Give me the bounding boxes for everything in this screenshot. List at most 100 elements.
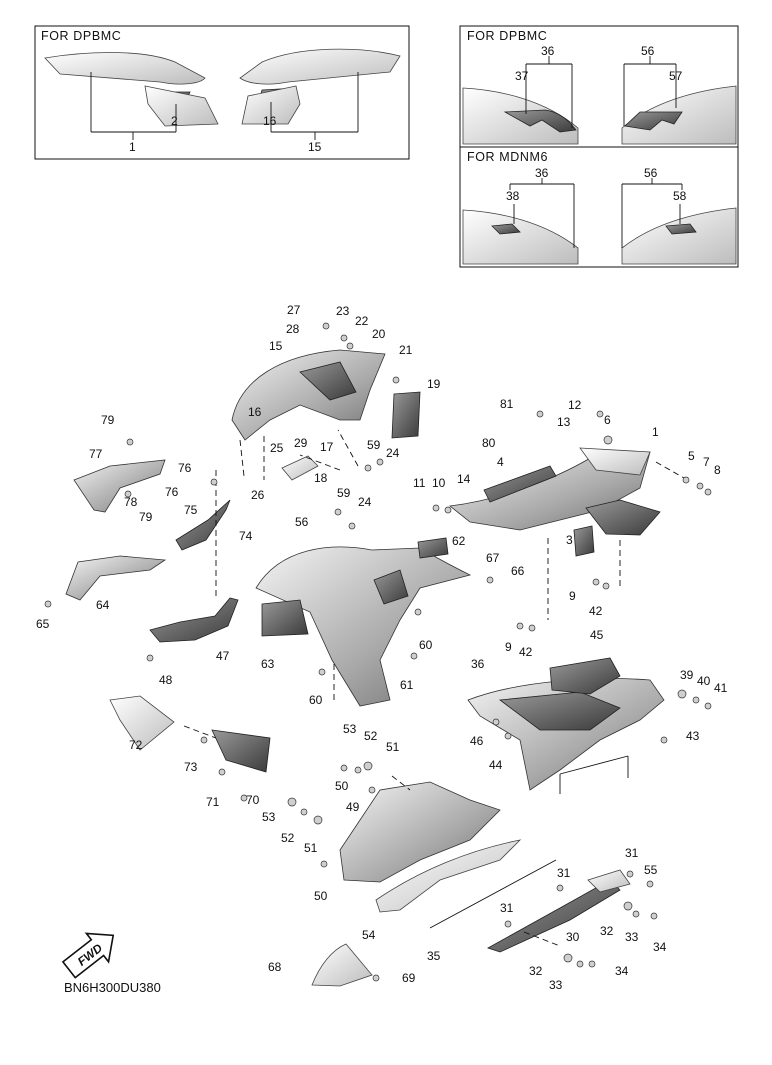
callout: 36 xyxy=(471,657,485,671)
callout: 56 xyxy=(295,515,309,529)
callout: 12 xyxy=(568,398,582,412)
callout: 63 xyxy=(261,657,275,671)
callout: 9 xyxy=(569,589,576,603)
callout: 64 xyxy=(96,598,110,612)
callout: 78 xyxy=(124,495,138,509)
callout-56: 56 xyxy=(644,166,658,180)
callout-57: 57 xyxy=(669,69,683,83)
callout-38: 38 xyxy=(506,189,520,203)
callout: 22 xyxy=(355,314,369,328)
callout: 55 xyxy=(644,863,658,877)
callout: 54 xyxy=(362,928,376,942)
callout: 3 xyxy=(566,533,573,547)
callout: 15 xyxy=(269,339,283,353)
callout: 59 xyxy=(367,438,381,452)
callout: 69 xyxy=(402,971,416,985)
callout: 76 xyxy=(178,461,192,475)
callout: 59 xyxy=(337,486,351,500)
callout: 32 xyxy=(529,964,543,978)
callout: 51 xyxy=(304,841,318,855)
callout: 31 xyxy=(625,846,639,860)
callout: 71 xyxy=(206,795,220,809)
callout: 33 xyxy=(549,978,563,992)
callout: 18 xyxy=(314,471,328,485)
callout: 49 xyxy=(346,800,360,814)
callout: 4 xyxy=(497,455,504,469)
callout: 31 xyxy=(500,901,514,915)
callout: 8 xyxy=(714,463,721,477)
callout: 6 xyxy=(604,413,611,427)
callout: 30 xyxy=(566,930,580,944)
callout: 1 xyxy=(652,425,659,439)
callout: 50 xyxy=(335,779,349,793)
callout-labels: 1 3 4 5 6 7 8 9 9 10 11 12 13 14 15 16 1… xyxy=(36,303,728,992)
callout: 45 xyxy=(590,628,604,642)
callout: 9 xyxy=(505,640,512,654)
callout: 52 xyxy=(364,729,378,743)
callout: 73 xyxy=(184,760,198,774)
callout: 77 xyxy=(89,447,103,461)
callout: 23 xyxy=(336,304,350,318)
inset-title: FOR DPBMC xyxy=(467,29,547,43)
callout: 29 xyxy=(294,436,308,450)
leader-lines xyxy=(183,429,685,947)
callout: 74 xyxy=(239,529,253,543)
callout: 75 xyxy=(184,503,198,517)
callout-2: 2 xyxy=(171,114,178,128)
callout: 65 xyxy=(36,617,50,631)
callout: 34 xyxy=(653,940,667,954)
callout-15: 15 xyxy=(308,140,322,154)
callout: 39 xyxy=(680,668,694,682)
callout: 16 xyxy=(248,405,262,419)
inset-mdnm6-front-cowls: FOR MDNM6 36 38 56 58 xyxy=(459,146,739,268)
callout: 81 xyxy=(500,397,514,411)
callout: 24 xyxy=(386,446,400,460)
callout: 35 xyxy=(427,949,441,963)
callout: 76 xyxy=(165,485,179,499)
callout: 51 xyxy=(386,740,400,754)
callout: 42 xyxy=(519,645,533,659)
callout: 21 xyxy=(399,343,413,357)
callout: 68 xyxy=(268,960,282,974)
callout: 53 xyxy=(343,722,357,736)
callout-1: 1 xyxy=(129,140,136,154)
callout-58: 58 xyxy=(673,189,687,203)
callout: 7 xyxy=(703,455,710,469)
callout: 24 xyxy=(358,495,372,509)
callout: 43 xyxy=(686,729,700,743)
inset-dpbmc-side-covers: FOR DPBMC 2 1 16 15 xyxy=(34,25,410,160)
callout: 33 xyxy=(625,930,639,944)
callout: 42 xyxy=(589,604,603,618)
callout: 79 xyxy=(139,510,153,524)
callout: 32 xyxy=(600,924,614,938)
callout: 67 xyxy=(486,551,500,565)
callout: 13 xyxy=(557,415,571,429)
callout: 61 xyxy=(400,678,414,692)
callout: 79 xyxy=(101,413,115,427)
callout: 20 xyxy=(372,327,386,341)
inset-title: FOR DPBMC xyxy=(41,29,121,43)
callout-16: 16 xyxy=(263,114,277,128)
callout-36: 36 xyxy=(535,166,549,180)
callout: 25 xyxy=(270,441,284,455)
callout: 34 xyxy=(615,964,629,978)
callout-37: 37 xyxy=(515,69,529,83)
callout: 19 xyxy=(427,377,441,391)
callout: 31 xyxy=(557,866,571,880)
callout-36: 36 xyxy=(541,44,555,58)
callout: 60 xyxy=(419,638,433,652)
callout: 70 xyxy=(246,793,260,807)
callout: 72 xyxy=(129,738,143,752)
inset-title: FOR MDNM6 xyxy=(467,150,548,164)
callout: 26 xyxy=(251,488,265,502)
diagram-code: BN6H300DU380 xyxy=(64,980,161,995)
callout: 5 xyxy=(688,449,695,463)
callout: 60 xyxy=(309,693,323,707)
fasteners xyxy=(44,322,712,982)
callout: 47 xyxy=(216,649,230,663)
exploded-parts xyxy=(65,349,665,987)
fwd-arrow-icon: FWD xyxy=(61,932,115,979)
callout: 17 xyxy=(320,440,334,454)
callout: 50 xyxy=(314,889,328,903)
callout: 41 xyxy=(714,681,728,695)
